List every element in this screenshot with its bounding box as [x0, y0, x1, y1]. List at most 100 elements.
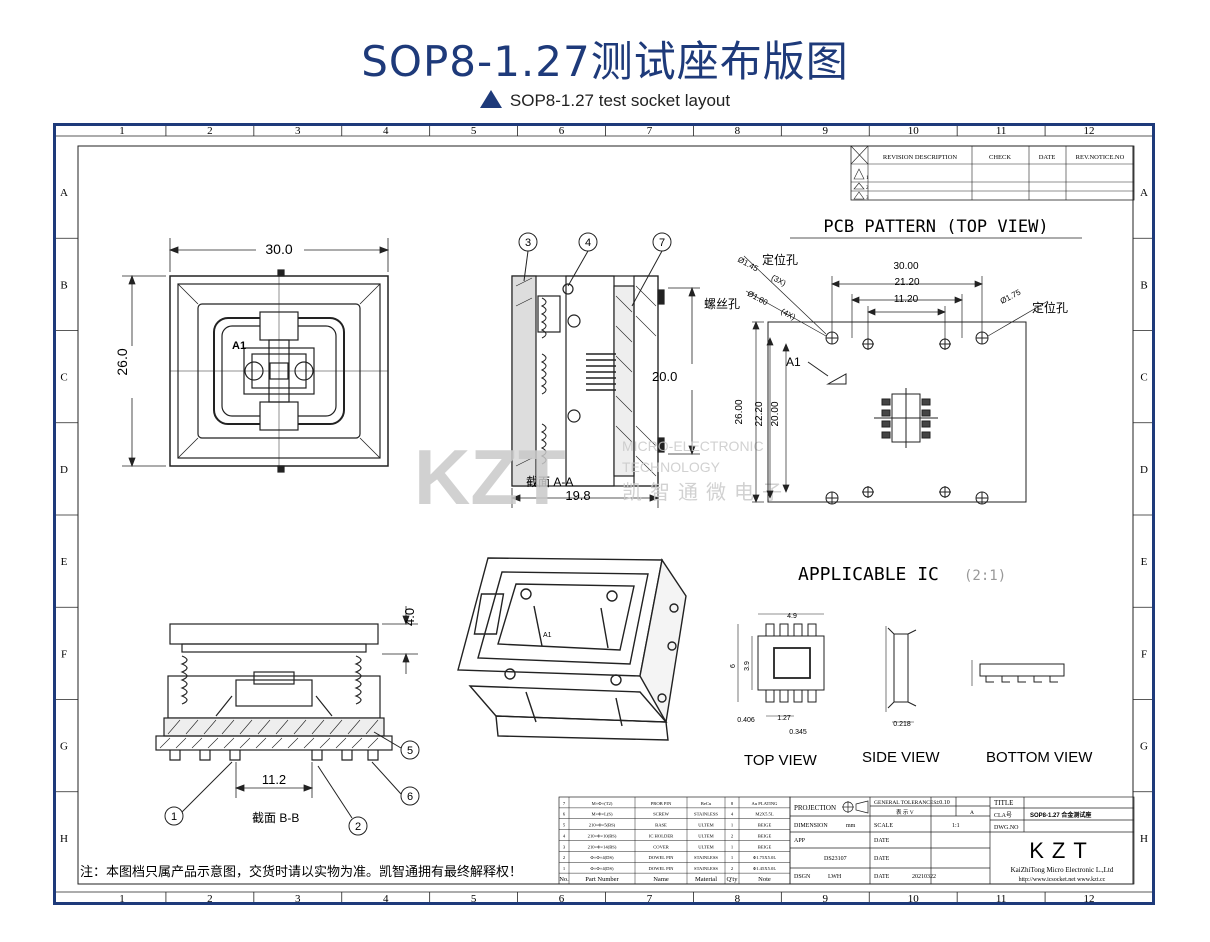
bom-cell: Φ×Φ×4(DS): [590, 855, 614, 860]
grid-col-top-2: 2: [207, 126, 213, 137]
top-view-pin-label: A1: [232, 340, 246, 352]
grid-col-bottom-4: 4: [383, 893, 389, 902]
tb-dimension-unit: mm: [846, 823, 856, 829]
grid-row-right-F: F: [1141, 648, 1147, 660]
grid-row-right-E: E: [1141, 556, 1148, 568]
grid-col-top-6: 6: [559, 126, 565, 137]
pcb-label-screw: 螺丝孔: [704, 297, 740, 311]
grid-row-left-H: H: [60, 833, 68, 845]
bom-header-cell: Part Number: [585, 876, 619, 883]
callout-6: 6: [407, 791, 413, 803]
bom-header-cell: No.: [559, 876, 569, 883]
grid-row-left-D: D: [60, 464, 68, 476]
pcb-pattern-drawing: [767, 321, 1027, 505]
bom-cell: DOWEL PIN: [649, 855, 675, 860]
tb-company: KaiZhiTong Micro Electronic L.,Ltd: [1011, 866, 1114, 874]
bom-cell: 4: [563, 833, 566, 838]
bom-cell: ULTEM: [698, 833, 713, 838]
disclaimer-note: 注：本图档只属产品示意图，交货时请以实物为准。凯智通拥有最终解释权！: [80, 864, 522, 879]
bom-cell: 1: [563, 866, 566, 871]
bom-header-cell: Material: [695, 876, 717, 883]
watermark-logo: KZT: [414, 433, 566, 521]
bom-cell: Φ1.75X5.0L: [753, 855, 776, 860]
bom-cell: SCREW: [653, 812, 669, 817]
bom-cell: STAINLESS: [694, 855, 718, 860]
tb-dsgn-value: LWH: [828, 874, 842, 880]
rev-header-notice: REV.NOTICE.NO: [1076, 154, 1125, 161]
callout-1: 1: [171, 811, 177, 823]
page-subtitle: SOP8-1.27 test socket layout: [0, 90, 1210, 111]
tb-scale-value: 1:1: [952, 823, 960, 829]
grid-col-bottom-12: 12: [1084, 893, 1095, 902]
grid-col-top-12: 12: [1084, 126, 1095, 137]
pcb-dim-26: 26.00: [734, 399, 745, 424]
rev-row-3: 3: [866, 196, 869, 201]
pcb-hole3-label: Ø1.75: [999, 287, 1023, 305]
grid-col-top-4: 4: [383, 126, 389, 137]
callout-4: 4: [585, 237, 591, 249]
bom-header-cell: Note: [758, 876, 771, 883]
grid-col-bottom-10: 10: [908, 893, 920, 902]
section-a-caption: 截面 A-A: [526, 475, 573, 489]
callout-7: 7: [659, 237, 665, 249]
pcb-ic-pads: [874, 388, 938, 448]
top-view-dims: [122, 238, 390, 468]
tb-date-label-1: DATE: [874, 838, 890, 844]
pcb-dim-30: 30.00: [893, 261, 918, 272]
ic-side-view: [885, 626, 917, 723]
grid-col-bottom-2: 2: [207, 893, 213, 902]
subtitle-text: SOP8-1.27 test socket layout: [509, 91, 731, 110]
callout-2: 2: [355, 821, 361, 833]
bom-cell: 7: [563, 801, 566, 806]
section-a-width-dim: 19.8: [565, 488, 590, 503]
tb-dimension-label: DIMENSION: [794, 823, 828, 829]
watermark-line-2: TECHNOLOGY: [622, 459, 721, 475]
grid-row-left-E: E: [61, 556, 68, 568]
tb-title-label: TITLE: [994, 799, 1013, 807]
grid-col-bottom-11: 11: [996, 893, 1007, 902]
grid-col-bottom-1: 1: [119, 893, 125, 902]
section-a-callouts: [518, 232, 672, 307]
top-view-height-dim: 26.0: [114, 348, 130, 375]
ic-view-label-top: TOP VIEW: [744, 752, 818, 769]
section-b-callouts: [164, 731, 420, 836]
bom-cell: IC HOLDER: [649, 833, 674, 838]
grid-row-left-A: A: [60, 187, 68, 199]
3d-pin-label: A1: [543, 632, 552, 639]
ic-view-label-bottom: BOTTOM VIEW: [986, 749, 1093, 766]
rev-header-check: CHECK: [989, 154, 1011, 161]
section-a-height-dim: 20.0: [652, 369, 677, 384]
tb-app-value: DS23107: [824, 856, 847, 862]
svg-text:(3X): (3X): [770, 273, 788, 288]
tb-app-label: APP: [794, 838, 806, 844]
title-block: [789, 796, 1135, 885]
callout-5: 5: [407, 745, 413, 757]
watermark-line-3: 凯智通微电子: [622, 481, 790, 504]
tb-cla-label: CLA号: [994, 812, 1012, 819]
bom-cell: BASE: [655, 823, 667, 828]
bom-cell: BeCu: [701, 801, 712, 806]
tb-tol-sub: 表 示 V: [896, 808, 914, 816]
pcb-dims: [743, 255, 1049, 503]
bom-cell: Φ1.45X5.0L: [753, 866, 776, 871]
tb-part-title: SOP8-1.27 合金测试座: [1030, 811, 1091, 819]
grid-col-top-10: 10: [908, 126, 920, 137]
grid-row-right-C: C: [1140, 372, 1147, 384]
grid-row-right-B: B: [1140, 279, 1147, 291]
ic-dim-1-27: 1.27: [777, 715, 791, 722]
bom-cell: STAINLESS: [694, 866, 718, 871]
ic-dim-4-9: 4.9: [787, 613, 797, 620]
svg-text:(4X): (4X): [779, 307, 797, 322]
ic-scale: (2:1): [964, 568, 1006, 584]
bom-cell: 3: [563, 844, 566, 849]
section-b-caption: 截面 B-B: [252, 811, 299, 825]
ic-view-label-side: SIDE VIEW: [862, 749, 940, 766]
section-a-dims: [510, 286, 700, 508]
section-a-drawing: [511, 275, 665, 487]
bom-cell: 2: [731, 833, 734, 838]
revision-table: REVISION DESCRIPTION CHECK DATE REV.NOTI…: [850, 145, 1135, 201]
grid-col-top-1: 1: [119, 126, 125, 137]
